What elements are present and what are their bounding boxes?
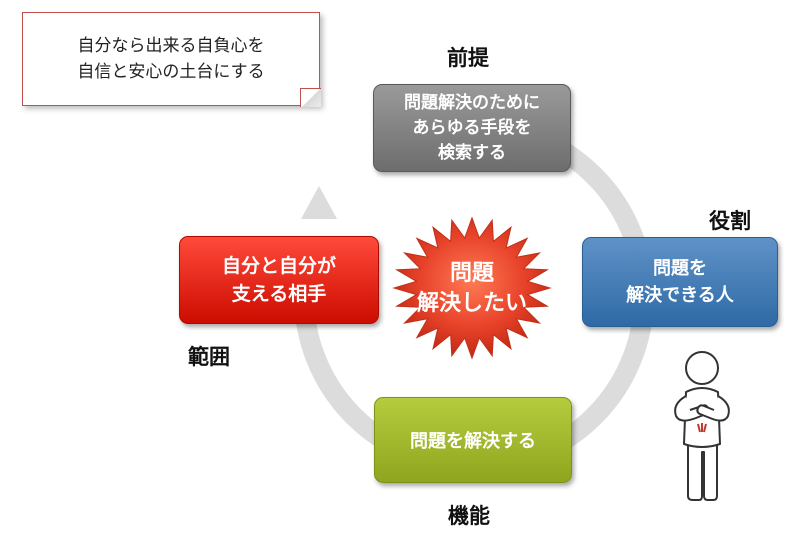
person-figure <box>674 351 730 501</box>
label-scope: 範囲 <box>188 345 230 369</box>
note-line-1: 自分なら出来る自負心を <box>77 36 265 56</box>
center-line-2: 解決したい <box>417 290 527 316</box>
note-line-2: 自信と安心の土台にする <box>77 62 265 82</box>
note-box: 自分なら出来る自負心を 自信と安心の土台にする <box>22 12 321 107</box>
label-function: 機能 <box>448 504 490 528</box>
center-line-1: 問題 <box>450 261 495 286</box>
label-role: 役割 <box>709 209 751 233</box>
box-solve-problem: 問題を解決する <box>374 397 572 483</box>
box-top-line-3: 検索する <box>438 142 506 163</box>
box-top-line-2: あらゆる手段を <box>412 117 532 138</box>
box-bottom-line-1: 問題を解決する <box>410 431 536 452</box>
box-left-line-1: 自分と自分が <box>221 255 336 277</box>
box-left-line-2: 支える相手 <box>231 283 327 305</box>
box-search-means: 問題解決のために あらゆる手段を 検索する <box>373 84 571 172</box>
note-corner-fold <box>300 88 321 107</box>
box-right-line-1: 問題を <box>653 258 707 279</box>
box-problem-solver: 問題を 解決できる人 <box>582 237 778 327</box>
arrow-head <box>301 186 337 219</box>
box-top-line-1: 問題解決のために <box>404 92 540 113</box>
box-right-line-2: 解決できる人 <box>626 285 734 306</box>
center-starburst: 問題 解決したい <box>392 216 552 360</box>
heart-mark <box>697 423 707 433</box>
box-self-and-partner: 自分と自分が 支える相手 <box>179 236 379 324</box>
label-premise: 前提 <box>447 46 489 70</box>
